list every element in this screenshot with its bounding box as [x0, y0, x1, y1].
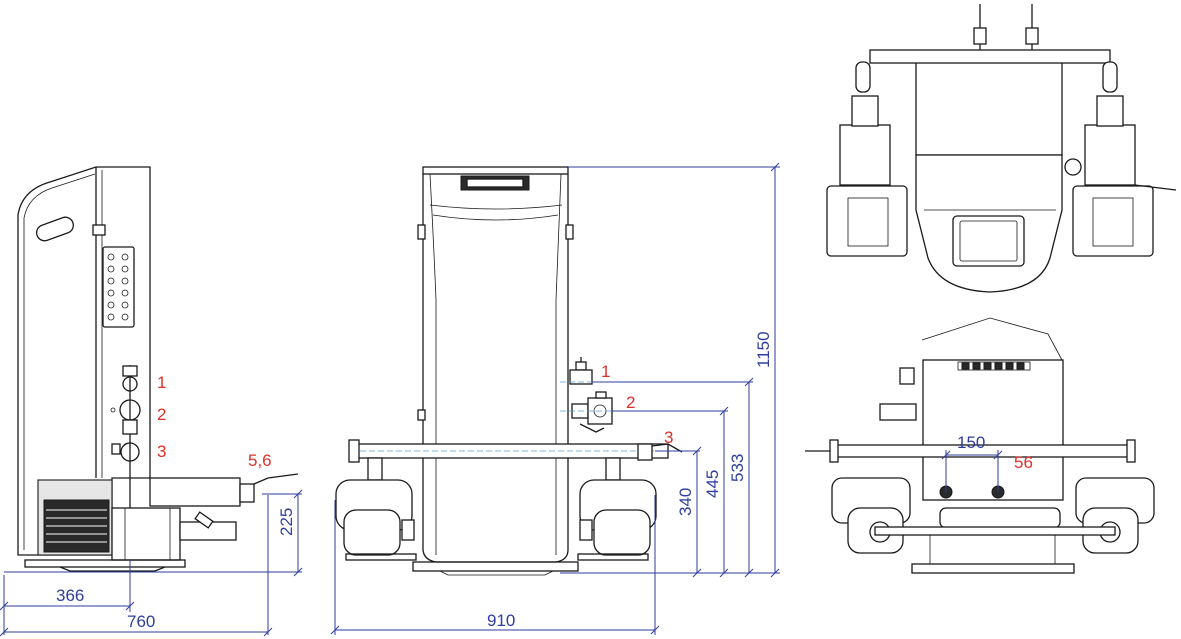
callout-side-3: 3 — [157, 442, 166, 461]
callout-side-2: 2 — [157, 405, 166, 424]
terminal-strip — [961, 362, 1025, 370]
callout-front-3: 3 — [664, 428, 673, 447]
dimension-lines — [0, 162, 1003, 637]
dim-1150: 1150 — [754, 331, 773, 368]
dim-760: 760 — [127, 612, 155, 631]
dim-150: 150 — [957, 433, 985, 452]
dim-445: 445 — [703, 470, 722, 498]
dim-910: 910 — [487, 611, 515, 630]
side-view — [17, 166, 299, 572]
dim-340: 340 — [676, 488, 695, 516]
dim-366: 366 — [56, 586, 84, 605]
connector-grid — [107, 253, 129, 321]
callout-rear-56: 56 — [1014, 453, 1033, 472]
callout-front-2: 2 — [626, 393, 635, 412]
top-view — [826, 4, 1177, 293]
dim-533: 533 — [728, 454, 747, 482]
callout-side-56: 5,6 — [248, 451, 272, 470]
rear-view — [805, 317, 1155, 574]
front-view — [335, 166, 683, 576]
callout-front-1: 1 — [601, 362, 610, 381]
dim-225: 225 — [277, 508, 296, 536]
callout-side-1: 1 — [157, 373, 166, 392]
